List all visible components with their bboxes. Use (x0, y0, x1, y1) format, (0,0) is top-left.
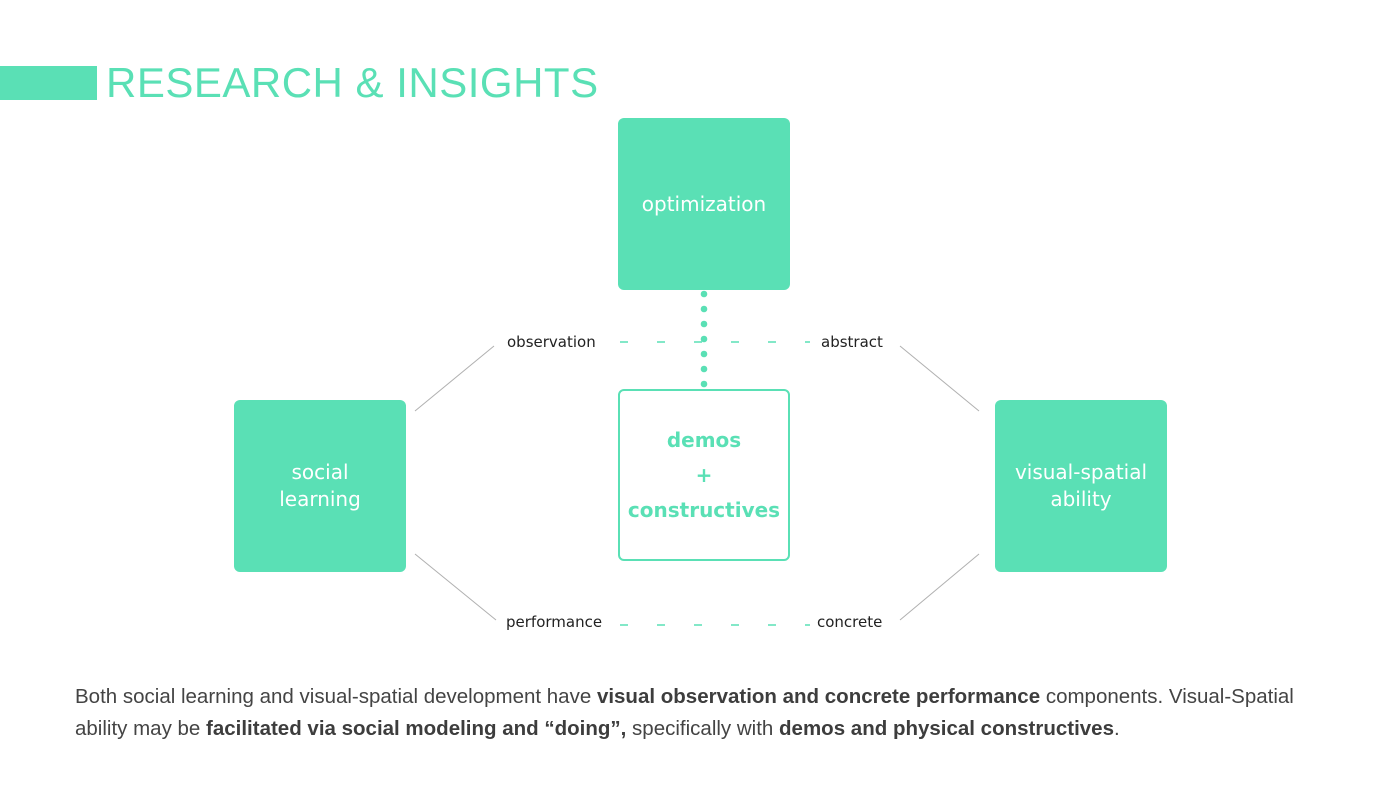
node-demos-plus: + (695, 462, 713, 487)
caption-segment: Both social learning and visual-spatial … (75, 685, 597, 708)
dot (700, 305, 708, 313)
node-optimization-label: optimization (641, 191, 767, 216)
node-visual-spatial-label: visual-spatial ability (1014, 460, 1148, 511)
connector-social-performance (414, 553, 497, 621)
dot (700, 365, 708, 373)
node-demos-constructives: demos + constructives (618, 389, 790, 561)
dot (700, 350, 708, 358)
label-concrete: concrete (817, 613, 883, 631)
connector-visual-abstract (899, 345, 980, 412)
node-social-learning: social learning (234, 400, 406, 572)
dot (700, 290, 708, 298)
dot (700, 335, 708, 343)
label-performance: performance (506, 613, 603, 631)
dotted-optimization-demos (700, 290, 708, 388)
node-optimization: optimization (618, 118, 790, 290)
connector-visual-concrete (899, 553, 980, 621)
label-observation: observation (507, 333, 596, 351)
caption-segment: . (1113, 717, 1120, 740)
title-accent-bar (0, 66, 97, 100)
node-demos-line1: demos (666, 427, 742, 452)
node-visual-spatial-ability: visual-spatial ability (995, 400, 1167, 572)
label-abstract: abstract (821, 333, 883, 351)
node-social-learning-label: social learning (279, 460, 361, 511)
caption-paragraph: Both social learning and visual-spatial … (75, 681, 1335, 745)
connector-social-observation (414, 345, 495, 412)
dot (700, 320, 708, 328)
caption-segment: specifically with (626, 717, 780, 740)
dot (700, 380, 708, 388)
caption-emphasis: demos and physical constructives (779, 717, 1114, 740)
caption-emphasis: facilitated via social modeling and “doi… (206, 717, 627, 740)
caption-emphasis: visual observation and concrete performa… (596, 685, 1041, 708)
node-demos-line3: constructives (627, 497, 781, 522)
caption-segment: components. Visual-Spatial ability may b… (75, 685, 1294, 740)
page-title: RESEARCH & INSIGHTS (106, 59, 599, 106)
